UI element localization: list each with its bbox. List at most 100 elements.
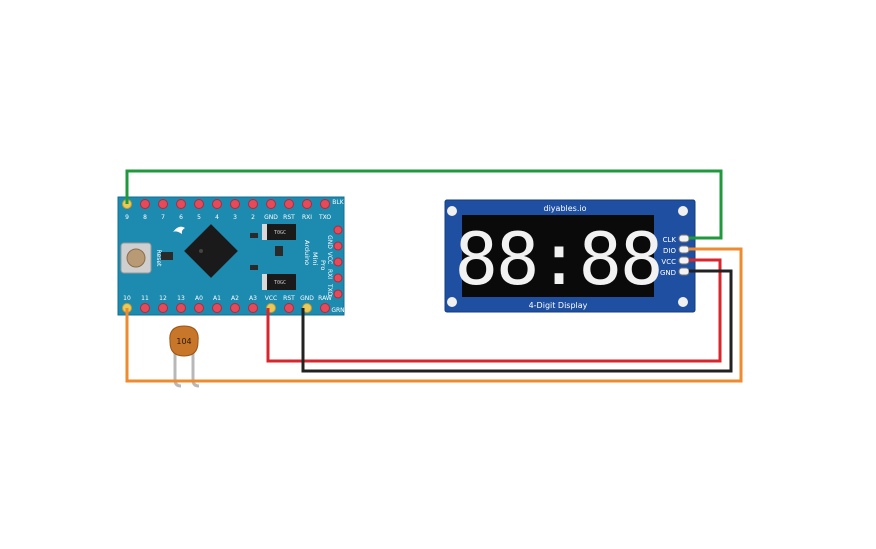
pin-7-pad xyxy=(158,199,168,209)
regulator-label: T0GC xyxy=(274,230,286,236)
board-name-line1: Arduino xyxy=(303,240,311,265)
reset-button: Reset xyxy=(120,242,162,274)
wire-black-gnd-to-gnd xyxy=(301,269,733,373)
arduino-pro-mini-board: 9 8 7 6 5 4 3 2 GND RST RXI TXO GND VCC … xyxy=(117,196,345,316)
mount-hole-icon xyxy=(447,206,457,216)
side-pin-pad xyxy=(333,257,343,267)
display-caption: 4-Digit Display xyxy=(529,301,588,310)
wire-orange-pin10-to-dio xyxy=(125,247,743,383)
regulator-label: T0GC xyxy=(274,280,286,286)
crystal xyxy=(161,252,173,260)
regulator-top: T0GC xyxy=(262,224,296,240)
side-pin-pad xyxy=(333,289,343,299)
display-pin-label: GND xyxy=(660,269,676,277)
pin-6-pad xyxy=(176,199,186,209)
display-brand: diyables.io xyxy=(544,204,587,213)
capacitor-label: 104 xyxy=(176,337,191,346)
bottom-pin-label: RAW xyxy=(318,295,332,302)
pin-12-pad xyxy=(158,303,168,313)
pin-rst-top-pad xyxy=(284,199,294,209)
pin-rxi-top-pad xyxy=(302,199,312,209)
pin-rst-bottom-pad xyxy=(284,303,294,313)
side-pin-label: GND xyxy=(326,235,333,249)
gnd-pin-pad xyxy=(678,267,690,276)
regulator-bottom: T0GC xyxy=(262,274,296,290)
top-pin-label: RXI xyxy=(302,214,312,221)
side-pin-pad xyxy=(333,241,343,251)
wire-red-vcc-to-vcc xyxy=(266,258,722,363)
sparkfun-logo-icon xyxy=(173,226,185,234)
side-pin-label: RXI xyxy=(326,269,333,279)
top-pin-label: RST xyxy=(283,214,295,221)
mount-hole-icon xyxy=(447,297,457,307)
arduino-side-pin-row xyxy=(333,225,343,299)
led-panel xyxy=(462,215,654,297)
smd-component xyxy=(275,246,283,256)
pin-a3-pad xyxy=(248,303,258,313)
four-digit-display-module: diyables.io 88:88 4-Digit Display CLK DI… xyxy=(444,199,696,313)
board-name: Arduino Mini Pro xyxy=(303,240,327,270)
top-pin-label: 3 xyxy=(233,214,237,221)
top-pin-label: 5 xyxy=(197,214,201,221)
smd-component xyxy=(250,233,258,238)
bottom-pin-label: A2 xyxy=(231,295,239,302)
top-pin-label: GND xyxy=(264,214,278,221)
corner-label-top: BLK xyxy=(332,199,344,206)
vcc-pin-pad xyxy=(678,256,690,265)
corner-label-bottom: GRN xyxy=(331,307,344,314)
microcontroller-chip xyxy=(184,224,238,278)
board-name-line2: Mini xyxy=(311,252,319,266)
top-pin-label: 8 xyxy=(143,214,147,221)
pin-3-pad xyxy=(230,199,240,209)
pin-txo-top-pad xyxy=(320,199,330,209)
arduino-top-pin-labels: 9 8 7 6 5 4 3 2 GND RST RXI TXO xyxy=(125,214,331,221)
pin-13-pad xyxy=(176,303,186,313)
display-pin-label: VCC xyxy=(661,258,676,266)
pin-5-pad xyxy=(194,199,204,209)
wires xyxy=(125,169,743,383)
side-pin-label: TXO xyxy=(326,283,333,296)
board-name-line3: Pro xyxy=(319,260,327,270)
display-pin-labels: CLK DIO VCC GND xyxy=(660,236,677,277)
pin-a1-pad xyxy=(212,303,222,313)
side-pin-pad xyxy=(333,273,343,283)
top-pin-label: 4 xyxy=(215,214,219,221)
bottom-pin-label: A0 xyxy=(195,295,203,302)
mount-hole-icon xyxy=(678,297,688,307)
side-pin-pad xyxy=(333,225,343,235)
display-pin-header xyxy=(678,234,690,276)
arduino-side-pin-labels: GND VCC RXI TXO BLK GRN xyxy=(326,199,345,314)
clk-pin-pad xyxy=(678,234,690,243)
pin-gnd-top-pad xyxy=(266,199,276,209)
bottom-pin-label: 13 xyxy=(177,295,185,302)
mount-hole-icon xyxy=(678,206,688,216)
dio-pin-pad xyxy=(678,245,690,254)
arduino-bottom-pin-row xyxy=(122,303,330,313)
bottom-pin-label: GND xyxy=(300,295,314,302)
bottom-pin-label: A3 xyxy=(249,295,257,302)
bottom-pin-label: VCC xyxy=(265,295,277,302)
ceramic-capacitor: 104 xyxy=(169,325,200,388)
top-pin-label: 7 xyxy=(161,214,165,221)
bottom-pin-label: 11 xyxy=(141,295,149,302)
pin-2-pad xyxy=(248,199,258,209)
display-pin-label: CLK xyxy=(663,236,677,244)
top-pin-label: 2 xyxy=(251,214,255,221)
pin-raw-pad xyxy=(320,303,330,313)
side-pin-label: VCC xyxy=(326,252,333,264)
bottom-pin-label: RST xyxy=(283,295,295,302)
display-pin-label: DIO xyxy=(663,247,676,255)
bottom-pin-label: 12 xyxy=(159,295,167,302)
top-pin-label: 9 xyxy=(125,214,129,221)
pin-a0-pad xyxy=(194,303,204,313)
pin-4-pad xyxy=(212,199,222,209)
pin-8-pad xyxy=(140,199,150,209)
arduino-top-pin-row xyxy=(122,199,330,209)
top-pin-label: TXO xyxy=(318,214,331,221)
smd-component xyxy=(250,265,258,270)
wire-green-pin9-to-clk xyxy=(125,169,723,240)
reset-label: Reset xyxy=(155,250,162,267)
top-pin-label: 6 xyxy=(179,214,183,221)
capacitor-body xyxy=(169,325,199,357)
